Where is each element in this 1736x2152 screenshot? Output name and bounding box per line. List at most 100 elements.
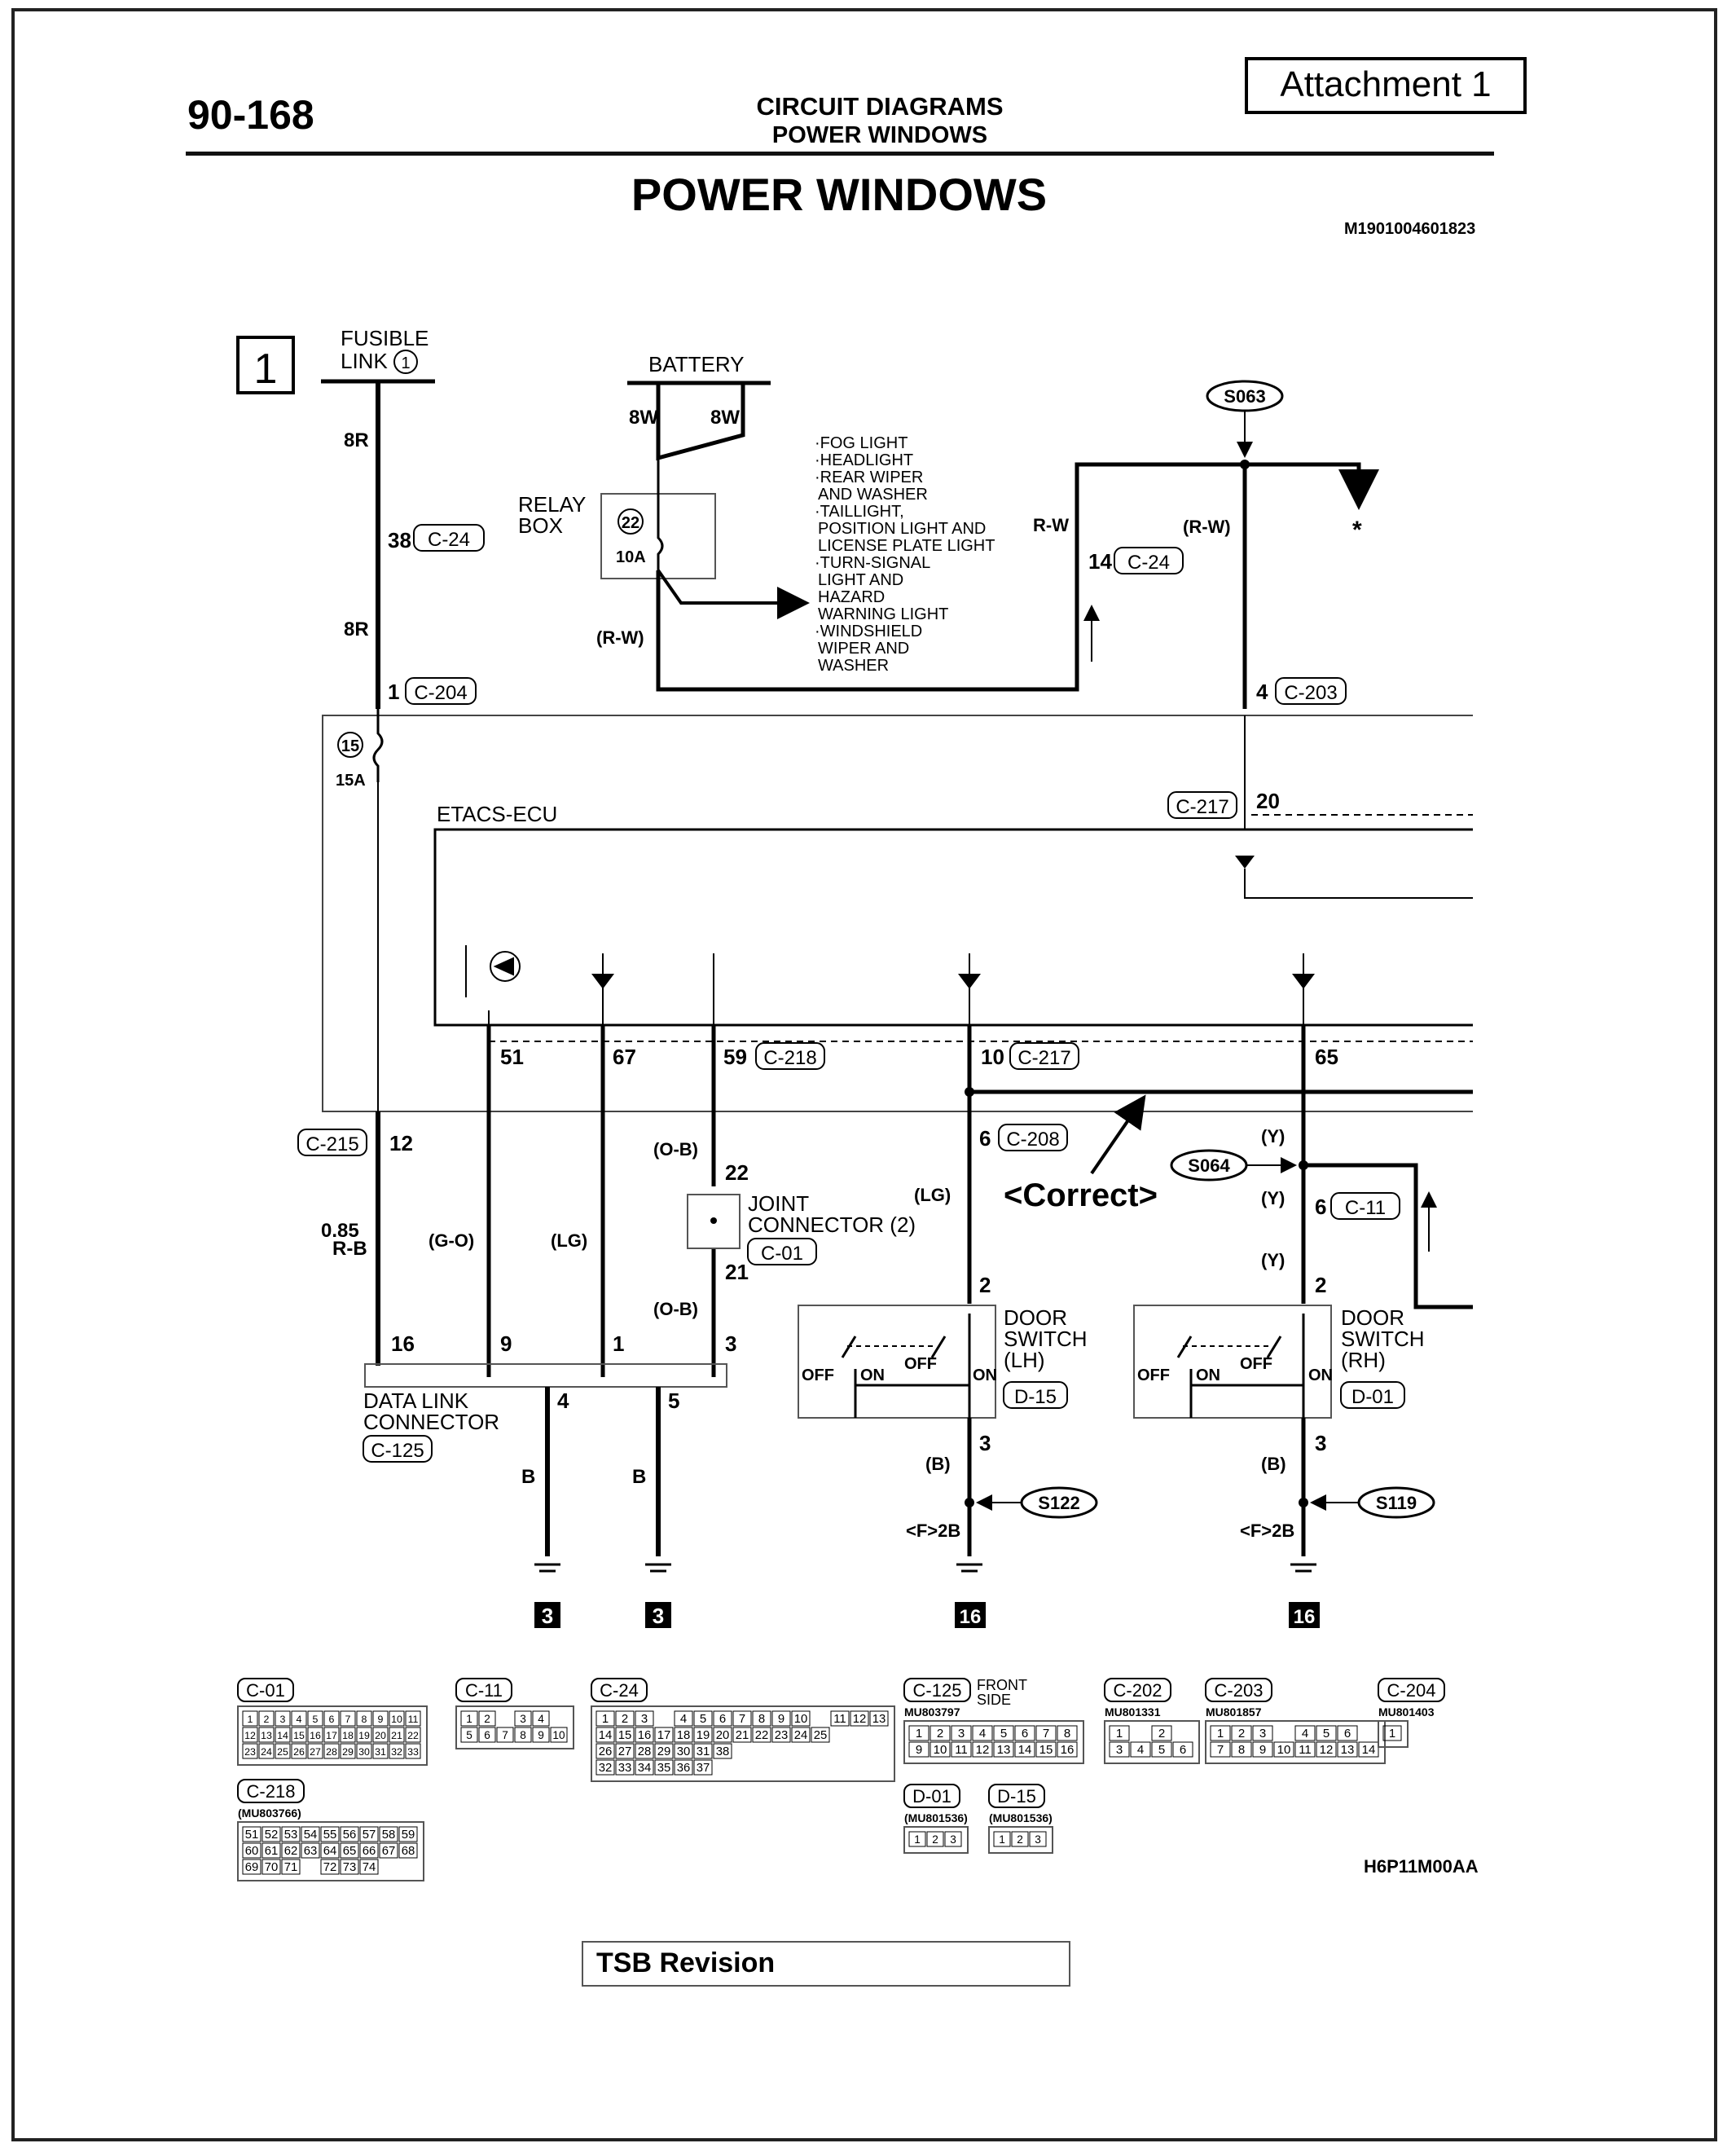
connector-pin-number: 3 [1259,1727,1266,1741]
connector-pin-cell [635,1727,654,1743]
connector-pin-cell [478,1710,496,1727]
connector-pin-number: 3 [641,1713,648,1726]
connector-pin-cell [281,1826,301,1842]
connector-pin-number: 12 [853,1713,867,1726]
connector-pin-cell [972,1741,993,1758]
wire-label-lg-a: (LG) [551,1230,587,1251]
data-link-label-2: CONNECTOR [363,1410,499,1434]
connector-pin-cell [340,1743,356,1759]
load-item: ·TURN-SIGNAL [815,554,930,572]
diode-51 [493,957,514,976]
connector-view-label: C-125 [913,1680,962,1701]
wire-label-085: 0.85 [321,1220,359,1242]
connector-pin-cell [693,1743,713,1759]
connector-pin-cell [242,1710,258,1727]
connector-pin-number: 1 [602,1713,609,1726]
fusible-link-number: 1 [401,354,410,372]
connector-pin-cell [340,1710,356,1727]
conn-badge-c203 [1275,677,1347,705]
joint-connector-box [687,1194,741,1249]
connector-pin-number: 6 [484,1729,490,1741]
door-switch-lh-off-1: OFF [802,1366,834,1384]
connector-pin-cell [635,1759,654,1776]
connector-pin-cell [944,1831,962,1847]
connector-pin-cell [732,1710,752,1727]
connector-pin-number: 3 [520,1713,526,1725]
connector-pin-cell [635,1710,654,1727]
wire-label-y-c: (Y) [1261,1250,1285,1270]
wire-label-8r-a: 8R [344,429,369,451]
pin-21: 21 [725,1260,749,1284]
connector-pin-number: 34 [638,1762,652,1775]
connector-pin-cell [372,1710,389,1727]
pin-67: 67 [613,1045,636,1069]
connector-pin-number: 2 [1238,1727,1245,1741]
connector-pin-number: 3 [1116,1743,1123,1757]
connector-pin-number: 32 [391,1746,402,1758]
conn-label-c24a: C-24 [428,529,470,551]
load-item: AND WASHER [818,486,928,504]
connector-pin-cell [1011,1831,1029,1847]
connector-pin-number: 10 [934,1743,947,1757]
conn-label-c125: C-125 [371,1440,424,1462]
connector-pin-number: 16 [1061,1743,1075,1757]
connector-pin-cell [323,1743,340,1759]
connector-pin-cell [1057,1741,1078,1758]
connector-view-housing [237,1705,428,1766]
connector-view-label: C-218 [247,1781,296,1802]
connector-pin-number: 1 [1217,1727,1224,1741]
connector-pin-number: 73 [343,1861,357,1874]
connector-pin-cell [261,1859,281,1875]
connector-pin-number: 5 [1000,1727,1007,1741]
conn-label-d15: D-15 [1014,1386,1057,1408]
wire-label-8w-a: 8W [629,407,658,429]
connector-pin-cell [532,1727,550,1743]
connector-pin-number: 17 [326,1730,337,1741]
connector-pin-number: 52 [265,1829,279,1842]
wire-label-ob-b: (O-B) [653,1299,698,1319]
connector-pin-cell [340,1842,359,1859]
connector-pin-cell [258,1743,275,1759]
connector-pin-number: 13 [872,1713,886,1726]
connector-pin-cell [674,1759,693,1776]
relay-fuse [657,458,664,570]
load-item: LICENSE PLATE LIGHT [818,537,995,555]
connector-pin-cell [275,1743,291,1759]
etacs-internal-symbols [465,945,1315,1025]
connector-pin-cell [791,1710,811,1727]
ground-16b-box [1289,1602,1320,1628]
connector-pin-cell [356,1727,372,1743]
connector-pin-number: 8 [1238,1743,1245,1757]
connector-pin-number: 13 [261,1730,272,1741]
connector-pin-number: 10 [794,1713,808,1726]
connector-pin-number: 9 [916,1743,922,1757]
connector-view-part: MU801857 [1206,1705,1262,1719]
connector-pin-number: 6 [1022,1727,1028,1741]
connector-view-label-badge [988,1784,1045,1808]
connector-pin-number: 63 [304,1845,318,1858]
conn-badge-c01 [747,1238,817,1265]
connector-pin-number: 28 [638,1745,652,1758]
connector-pin-number: 1 [248,1714,253,1725]
connector-pin-number: 5 [1158,1743,1165,1757]
relay-box-label: RELAY [518,492,586,517]
connector-pin-cell [1252,1725,1273,1741]
connector-pin-number: 58 [382,1829,396,1842]
connector-pin-cell [550,1727,568,1743]
conn-badge-c204 [405,677,477,705]
connector-pin-number: 14 [1362,1743,1376,1757]
wire-label-b-a: B [521,1466,535,1488]
door-switch-lh-box [798,1305,996,1419]
connector-pin-cell [811,1727,830,1743]
connector-pin-number: 65 [343,1845,357,1858]
connector-pin-cell [615,1743,635,1759]
wire-label-rw-b: R-W [1033,515,1069,535]
connector-pin-number: 51 [245,1829,259,1842]
continuation-star: * [1352,517,1362,544]
connector-view-part: (MU801536) [989,1811,1053,1824]
connector-pin-number: 4 [297,1714,302,1725]
connector-pin-cell [1294,1741,1316,1758]
connector-pin-number: 9 [378,1714,384,1725]
